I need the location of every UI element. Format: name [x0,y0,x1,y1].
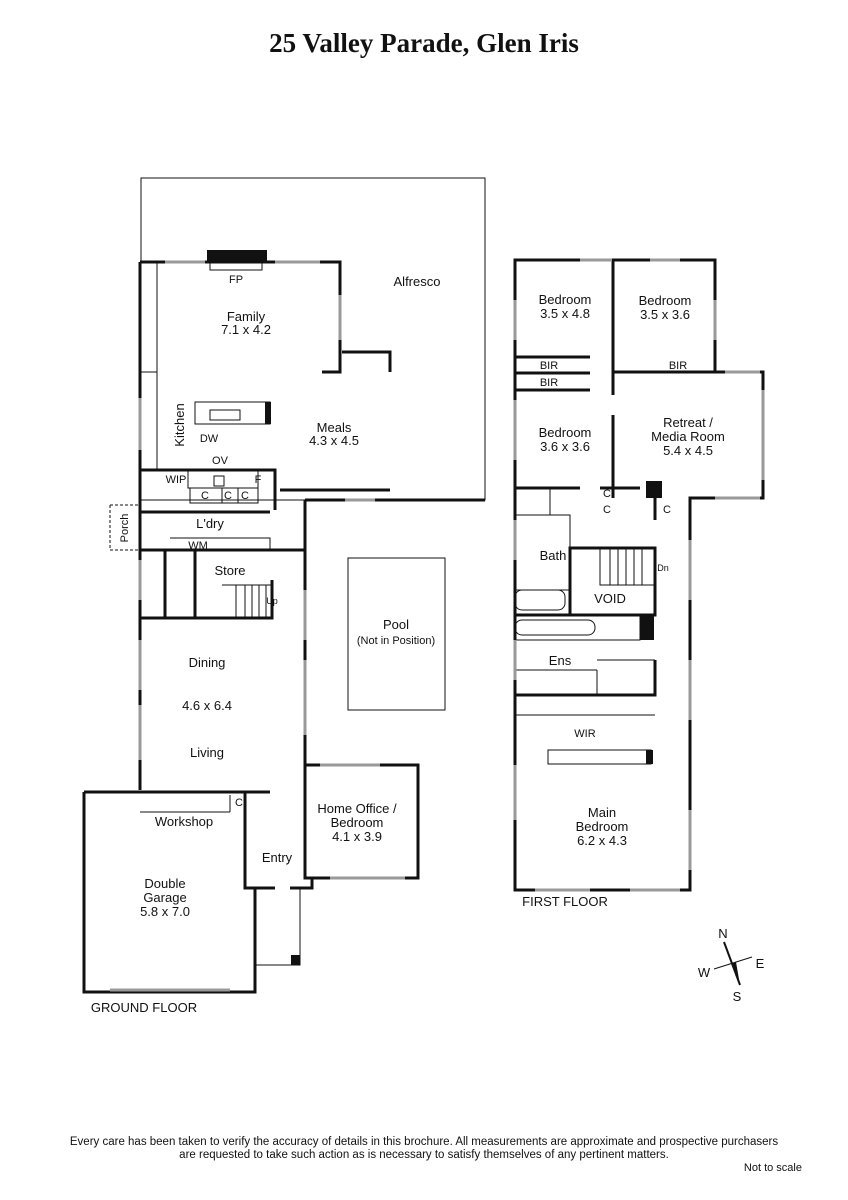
ground-floor-label: GROUND FLOOR [91,1000,197,1015]
pool-note: (Not in Position) [357,635,435,647]
room-bedroom2-size: 3.5 x 3.6 [640,307,690,322]
room-home-office-name2: Bedroom [331,815,384,830]
label-porch: Porch [119,514,131,543]
label-c: C [663,504,671,516]
disclaimer: Every care has been taken to verify the … [0,1136,848,1162]
pool-outline [347,557,446,711]
room-ens: Ens [549,653,572,668]
room-garage-size: 5.8 x 7.0 [140,904,190,919]
label-c: C [241,490,249,502]
label-fp: FP [229,274,243,286]
room-living: Living [190,745,224,760]
label-c: C [224,490,232,502]
label-dn: Dn [657,563,669,573]
room-store: Store [214,563,245,578]
room-meals-size: 4.3 x 4.5 [309,433,359,448]
label-wm: WM [188,540,208,552]
pool-name: Pool [383,617,409,632]
room-garage-name: Double [144,876,185,891]
label-f: F [255,474,262,486]
ground-floor-labels: Alfresco Family 7.1 x 4.2 FP Kitchen DW … [91,274,441,1015]
label-bir: BIR [540,377,558,389]
room-main-bedroom-size: 6.2 x 4.3 [577,833,627,848]
label-bir: BIR [540,360,558,372]
room-workshop: Workshop [155,814,213,829]
room-bedroom3-name: Bedroom [539,425,592,440]
kitchen-island [194,401,271,425]
label-wip: WIP [166,474,187,486]
room-bedroom1-name: Bedroom [539,292,592,307]
room-meals-name: Meals [317,420,352,435]
room-bedroom2-name: Bedroom [639,293,692,308]
room-family-size: 7.1 x 4.2 [221,322,271,337]
label-c: C [201,490,209,502]
first-floor-label: FIRST FLOOR [522,894,608,909]
fireplace [207,250,267,262]
room-retreat-name: Retreat / [663,415,713,430]
room-kitchen: Kitchen [172,403,187,446]
room-garage-name2: Garage [143,890,186,905]
room-main-bedroom-name2: Bedroom [576,819,629,834]
disclaimer-line2: are requested to take such action as is … [179,1149,669,1161]
alfresco-outline [140,177,486,501]
room-entry: Entry [262,850,293,865]
room-bedroom1-size: 3.5 x 4.8 [540,306,590,321]
compass-e: E [756,956,765,971]
compass-n: N [718,926,727,941]
room-laundry: L'dry [196,516,224,531]
label-up: Up [266,596,278,606]
room-void: VOID [594,591,626,606]
label-c: C [603,488,611,500]
room-dining: Dining [189,655,226,670]
room-main-bedroom-name: Main [588,805,616,820]
room-retreat-size: 5.4 x 4.5 [663,443,713,458]
label-ov: OV [212,455,229,467]
room-retreat-name2: Media Room [651,429,725,444]
first-floor-labels: Bedroom 3.5 x 4.8 Bedroom 3.5 x 3.6 BIR … [522,292,725,909]
room-alfresco: Alfresco [394,274,441,289]
room-family-name: Family [227,309,266,324]
first-floor-walls [513,258,765,892]
compass: N E S W [698,926,765,1004]
room-dining-living-size: 4.6 x 6.4 [182,698,232,713]
compass-s: S [733,989,742,1004]
not-to-scale: Not to scale [743,1162,802,1174]
room-bedroom3-size: 3.6 x 3.6 [540,439,590,454]
label-dw: DW [200,433,219,445]
room-home-office-name: Home Office / [317,801,397,816]
ground-floor-walls [82,177,486,994]
label-c: C [235,797,243,809]
disclaimer-line1: Every care has been taken to verify the … [69,1136,779,1148]
page-title: 25 Valley Parade, Glen Iris [269,28,579,58]
room-bath: Bath [540,548,567,563]
label-bir: BIR [669,360,687,372]
room-home-office-size: 4.1 x 3.9 [332,829,382,844]
label-c: C [603,504,611,516]
compass-w: W [698,965,711,980]
room-wir: WIR [574,728,595,740]
